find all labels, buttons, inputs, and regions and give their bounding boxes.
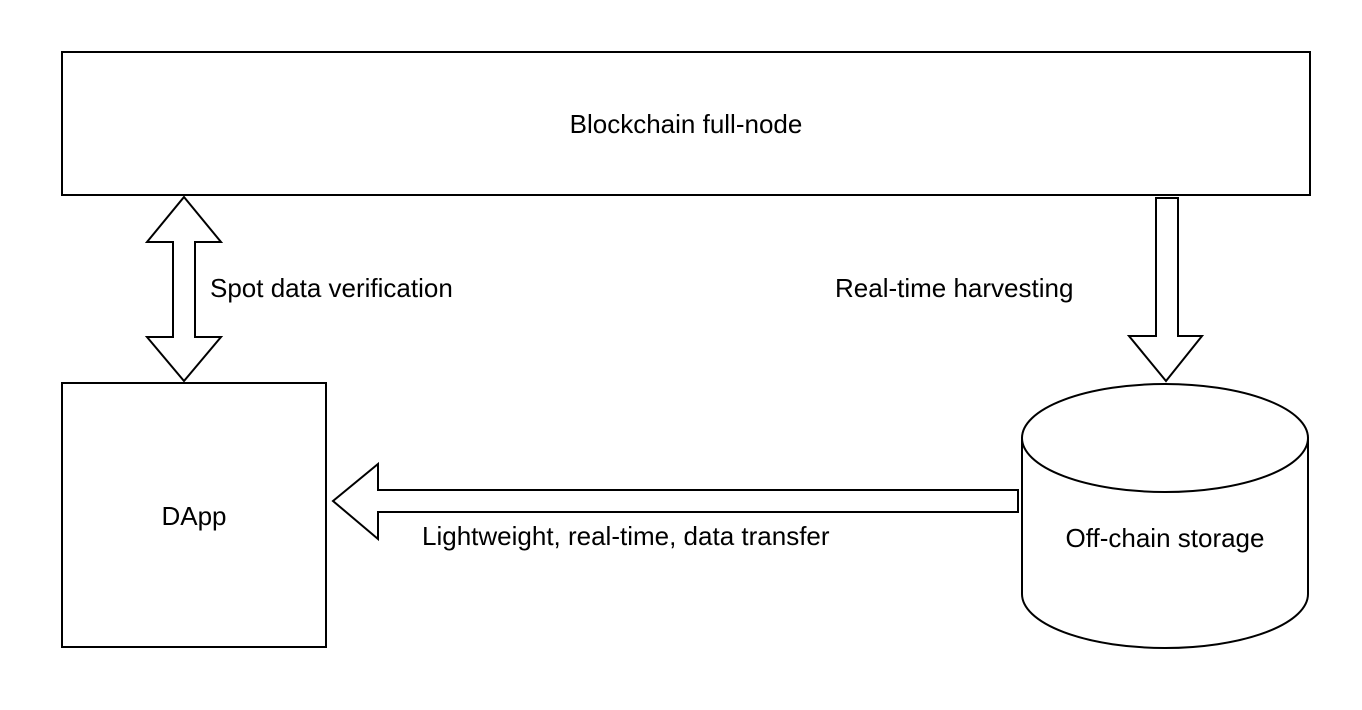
storage-label: Off-chain storage (1066, 523, 1265, 553)
storage-cylinder (1021, 383, 1309, 649)
fullnode-label: Blockchain full-node (570, 109, 803, 139)
dapp-box (61, 382, 327, 648)
fullnode-box (61, 51, 1311, 196)
verification-arrow (144, 195, 224, 383)
verification-label: Spot data verification (210, 273, 453, 303)
dapp-label: DApp (161, 501, 226, 531)
transfer-arrow (331, 461, 1019, 542)
harvesting-label: Real-time harvesting (835, 273, 1073, 303)
transfer-label: Lightweight, real-time, data transfer (422, 521, 830, 551)
harvesting-arrow (1126, 197, 1205, 383)
